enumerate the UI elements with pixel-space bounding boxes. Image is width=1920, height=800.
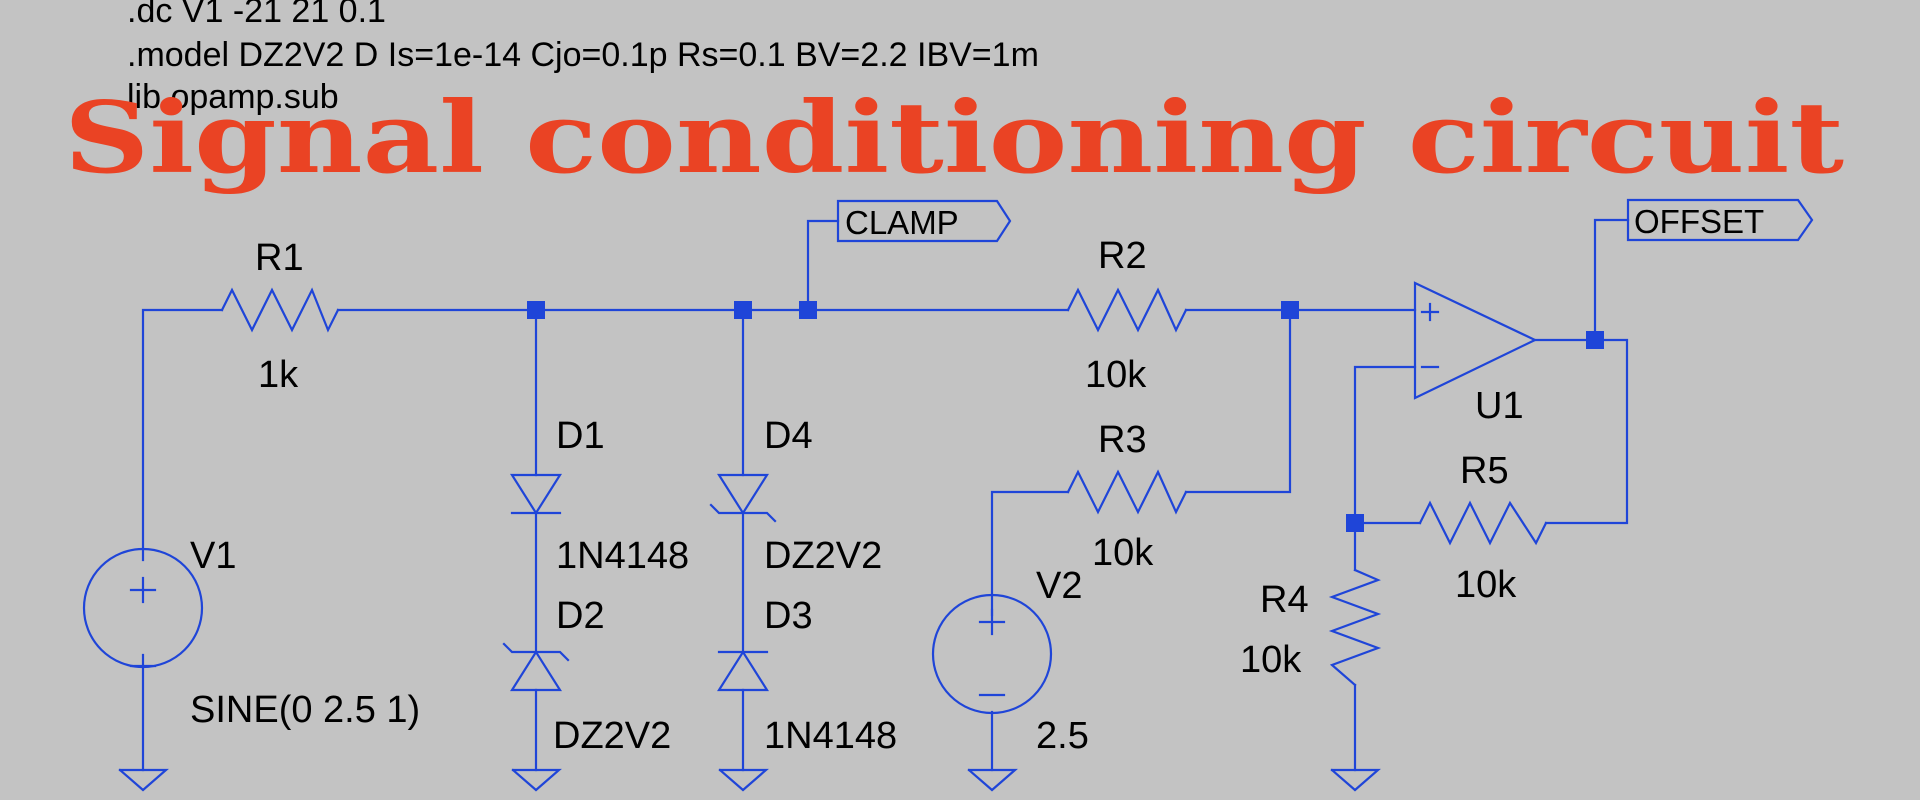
net-label-offset-text: OFFSET <box>1634 203 1764 240</box>
v1-value: SINE(0 2.5 1) <box>190 689 420 731</box>
r2-value: 10k <box>1085 354 1147 396</box>
voltage-source-v2[interactable] <box>931 593 1053 715</box>
wires <box>141 218 1630 772</box>
r5-name: R5 <box>1460 450 1509 492</box>
net-label-clamp[interactable]: CLAMP <box>836 199 1012 243</box>
diode-d3[interactable] <box>717 649 769 692</box>
junctions <box>527 301 1604 532</box>
resistor-r2[interactable] <box>1066 287 1188 333</box>
zener-diode-d4[interactable] <box>709 473 777 523</box>
ground-v2 <box>967 768 1018 792</box>
lib-directive: lib opamp.sub <box>127 78 339 116</box>
r4-value: 10k <box>1240 639 1302 681</box>
d2-name: D2 <box>556 595 605 637</box>
net-label-clamp-text: CLAMP <box>845 204 959 241</box>
model-directive: .model DZ2V2 D Is=1e-14 Cjo=0.1p Rs=0.1 … <box>127 36 1039 74</box>
r3-name: R3 <box>1098 419 1147 461</box>
resistor-r1[interactable] <box>220 287 340 333</box>
r2-name: R2 <box>1098 235 1147 277</box>
v2-value: 2.5 <box>1036 715 1089 757</box>
r1-value: 1k <box>258 354 299 396</box>
d3-name: D3 <box>764 595 813 637</box>
d4-name: D4 <box>764 415 813 457</box>
r5-value: 10k <box>1455 564 1517 606</box>
page-title: Signal conditioning circuit <box>64 81 1844 196</box>
d3-value: 1N4148 <box>764 715 897 757</box>
r4-name: R4 <box>1260 579 1309 621</box>
v1-name: V1 <box>190 535 236 577</box>
resistor-r4[interactable] <box>1328 568 1382 687</box>
ground-d3 <box>718 768 769 792</box>
d2-value: DZ2V2 <box>553 715 671 757</box>
ground-d2 <box>511 768 562 792</box>
opamp-u1[interactable] <box>1413 281 1538 400</box>
voltage-source-v1[interactable] <box>82 547 204 669</box>
d1-value: 1N4148 <box>556 535 689 577</box>
dc-directive: .dc V1 -21 21 0.1 <box>127 0 386 30</box>
resistor-r5[interactable] <box>1418 500 1548 546</box>
u1-name: U1 <box>1475 385 1524 427</box>
ground-v1 <box>118 768 169 792</box>
ground-r4 <box>1330 768 1381 792</box>
net-label-offset[interactable]: OFFSET <box>1626 198 1814 242</box>
zener-diode-d2[interactable] <box>502 642 570 692</box>
ground-symbols <box>118 768 1381 792</box>
d1-name: D1 <box>556 415 605 457</box>
v2-name: V2 <box>1036 565 1082 607</box>
d4-value: DZ2V2 <box>764 535 882 577</box>
resistor-r3[interactable] <box>1066 469 1188 515</box>
diode-d1[interactable] <box>510 473 562 516</box>
r1-name: R1 <box>255 237 304 279</box>
r3-value: 10k <box>1092 532 1154 574</box>
